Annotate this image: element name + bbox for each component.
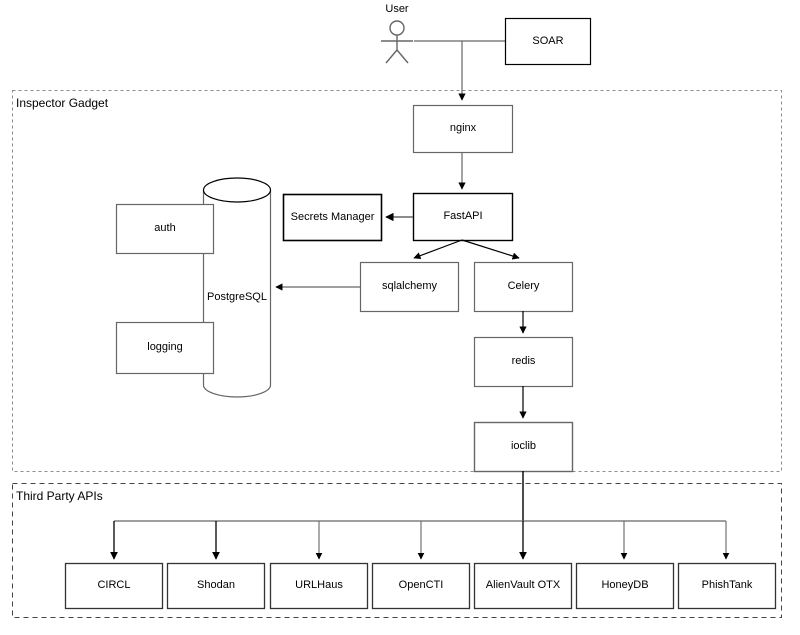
edge-fastapi-sqlalchemy [413,239,463,260]
edge-fastapi-celery [461,239,520,260]
group-third-party-border [12,483,782,618]
edge-bus-drops [110,521,730,560]
group-inspector-gadget-border [12,90,782,472]
node-nginx-box[interactable] [412,104,514,154]
node-urlhaus-box[interactable] [269,562,369,610]
node-circl-box[interactable] [64,562,164,610]
stick-figure-icon [381,20,413,64]
node-redis-box[interactable] [473,336,574,388]
node-celery-box[interactable] [473,261,574,313]
node-logging-box[interactable] [115,321,215,375]
node-secrets-manager-box[interactable] [282,193,383,242]
node-phishtank-box[interactable] [677,562,777,610]
node-ioclib-box[interactable] [473,421,574,473]
node-soar-box[interactable] [504,17,592,66]
group-label-inspector-gadget: Inspector Gadget [16,96,109,110]
node-fastapi-box[interactable] [412,192,514,242]
node-alienvault-otx-box[interactable] [473,562,573,610]
node-postgresql-cylinder[interactable] [202,177,272,398]
actor-user-label: User [385,3,409,15]
edge-ioclib-bus [114,471,726,522]
node-sqlalchemy-box[interactable] [359,261,460,313]
node-shodan-box[interactable] [166,562,266,610]
node-postgresql-label: PostgreSQL [207,291,267,303]
third-party-api-boxes [64,562,777,610]
group-label-third-party-apis: Third Party APIs [16,489,103,503]
node-auth-box[interactable] [115,203,215,255]
node-honeydb-box[interactable] [575,562,675,610]
node-opencti-box[interactable] [371,562,471,610]
